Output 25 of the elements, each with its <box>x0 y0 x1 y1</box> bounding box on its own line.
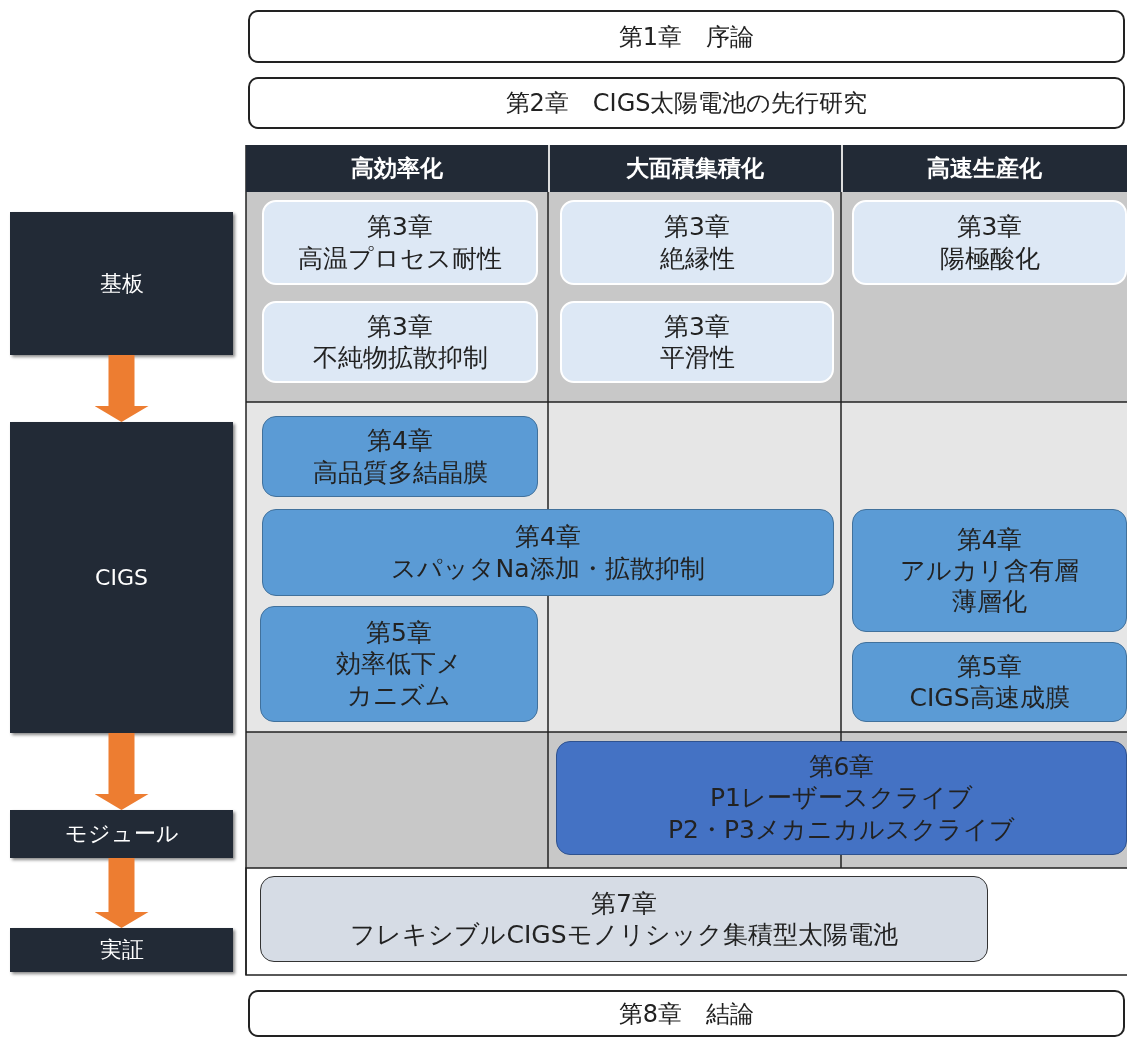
arrow <box>94 355 149 422</box>
chapter-box: 第5章 CIGS高速成膜 <box>852 642 1127 722</box>
stage-box: CIGS <box>10 422 233 733</box>
column-heading: 高速生産化 <box>926 153 1042 183</box>
chapter-box: 第4章 スパッタNa添加・拡散抑制 <box>262 509 834 596</box>
chapter-box: 第3章 絶縁性 <box>560 200 834 285</box>
chapter-box: 第6章 P1レーザースクライブ P2・P3メカニカルスクライブ <box>556 741 1127 855</box>
chapter-box: 第4章 高品質多結晶膜 <box>262 416 538 497</box>
stage-box: 基板 <box>10 212 233 355</box>
chapter-box: 第3章 不純物拡散抑制 <box>262 301 538 383</box>
arrow <box>94 858 149 928</box>
column-heading: 高効率化 <box>351 153 443 183</box>
stage-box: 実証 <box>10 928 233 972</box>
arrow <box>94 733 149 810</box>
chapter-box: 第5章 効率低下メカニズム <box>260 606 538 722</box>
chapter-box: 第7章 フレキシブルCIGSモノリシック集積型太陽電池 <box>260 876 988 962</box>
chapter-box: 第3章 高温プロセス耐性 <box>262 200 538 285</box>
chapter-box: 第3章 平滑性 <box>560 301 834 383</box>
chapter-box: 第3章 陽極酸化 <box>852 200 1127 285</box>
stage-box: モジュール <box>10 810 233 858</box>
chapter-box: 第1章 序論 <box>248 10 1125 63</box>
column-heading: 大面積集積化 <box>625 153 764 183</box>
chapter-box: 第4章 アルカリ含有層薄層化 <box>852 509 1127 632</box>
chapter-box: 第8章 結論 <box>248 990 1125 1037</box>
chapter-box: 第2章 CIGS太陽電池の先行研究 <box>248 77 1125 129</box>
